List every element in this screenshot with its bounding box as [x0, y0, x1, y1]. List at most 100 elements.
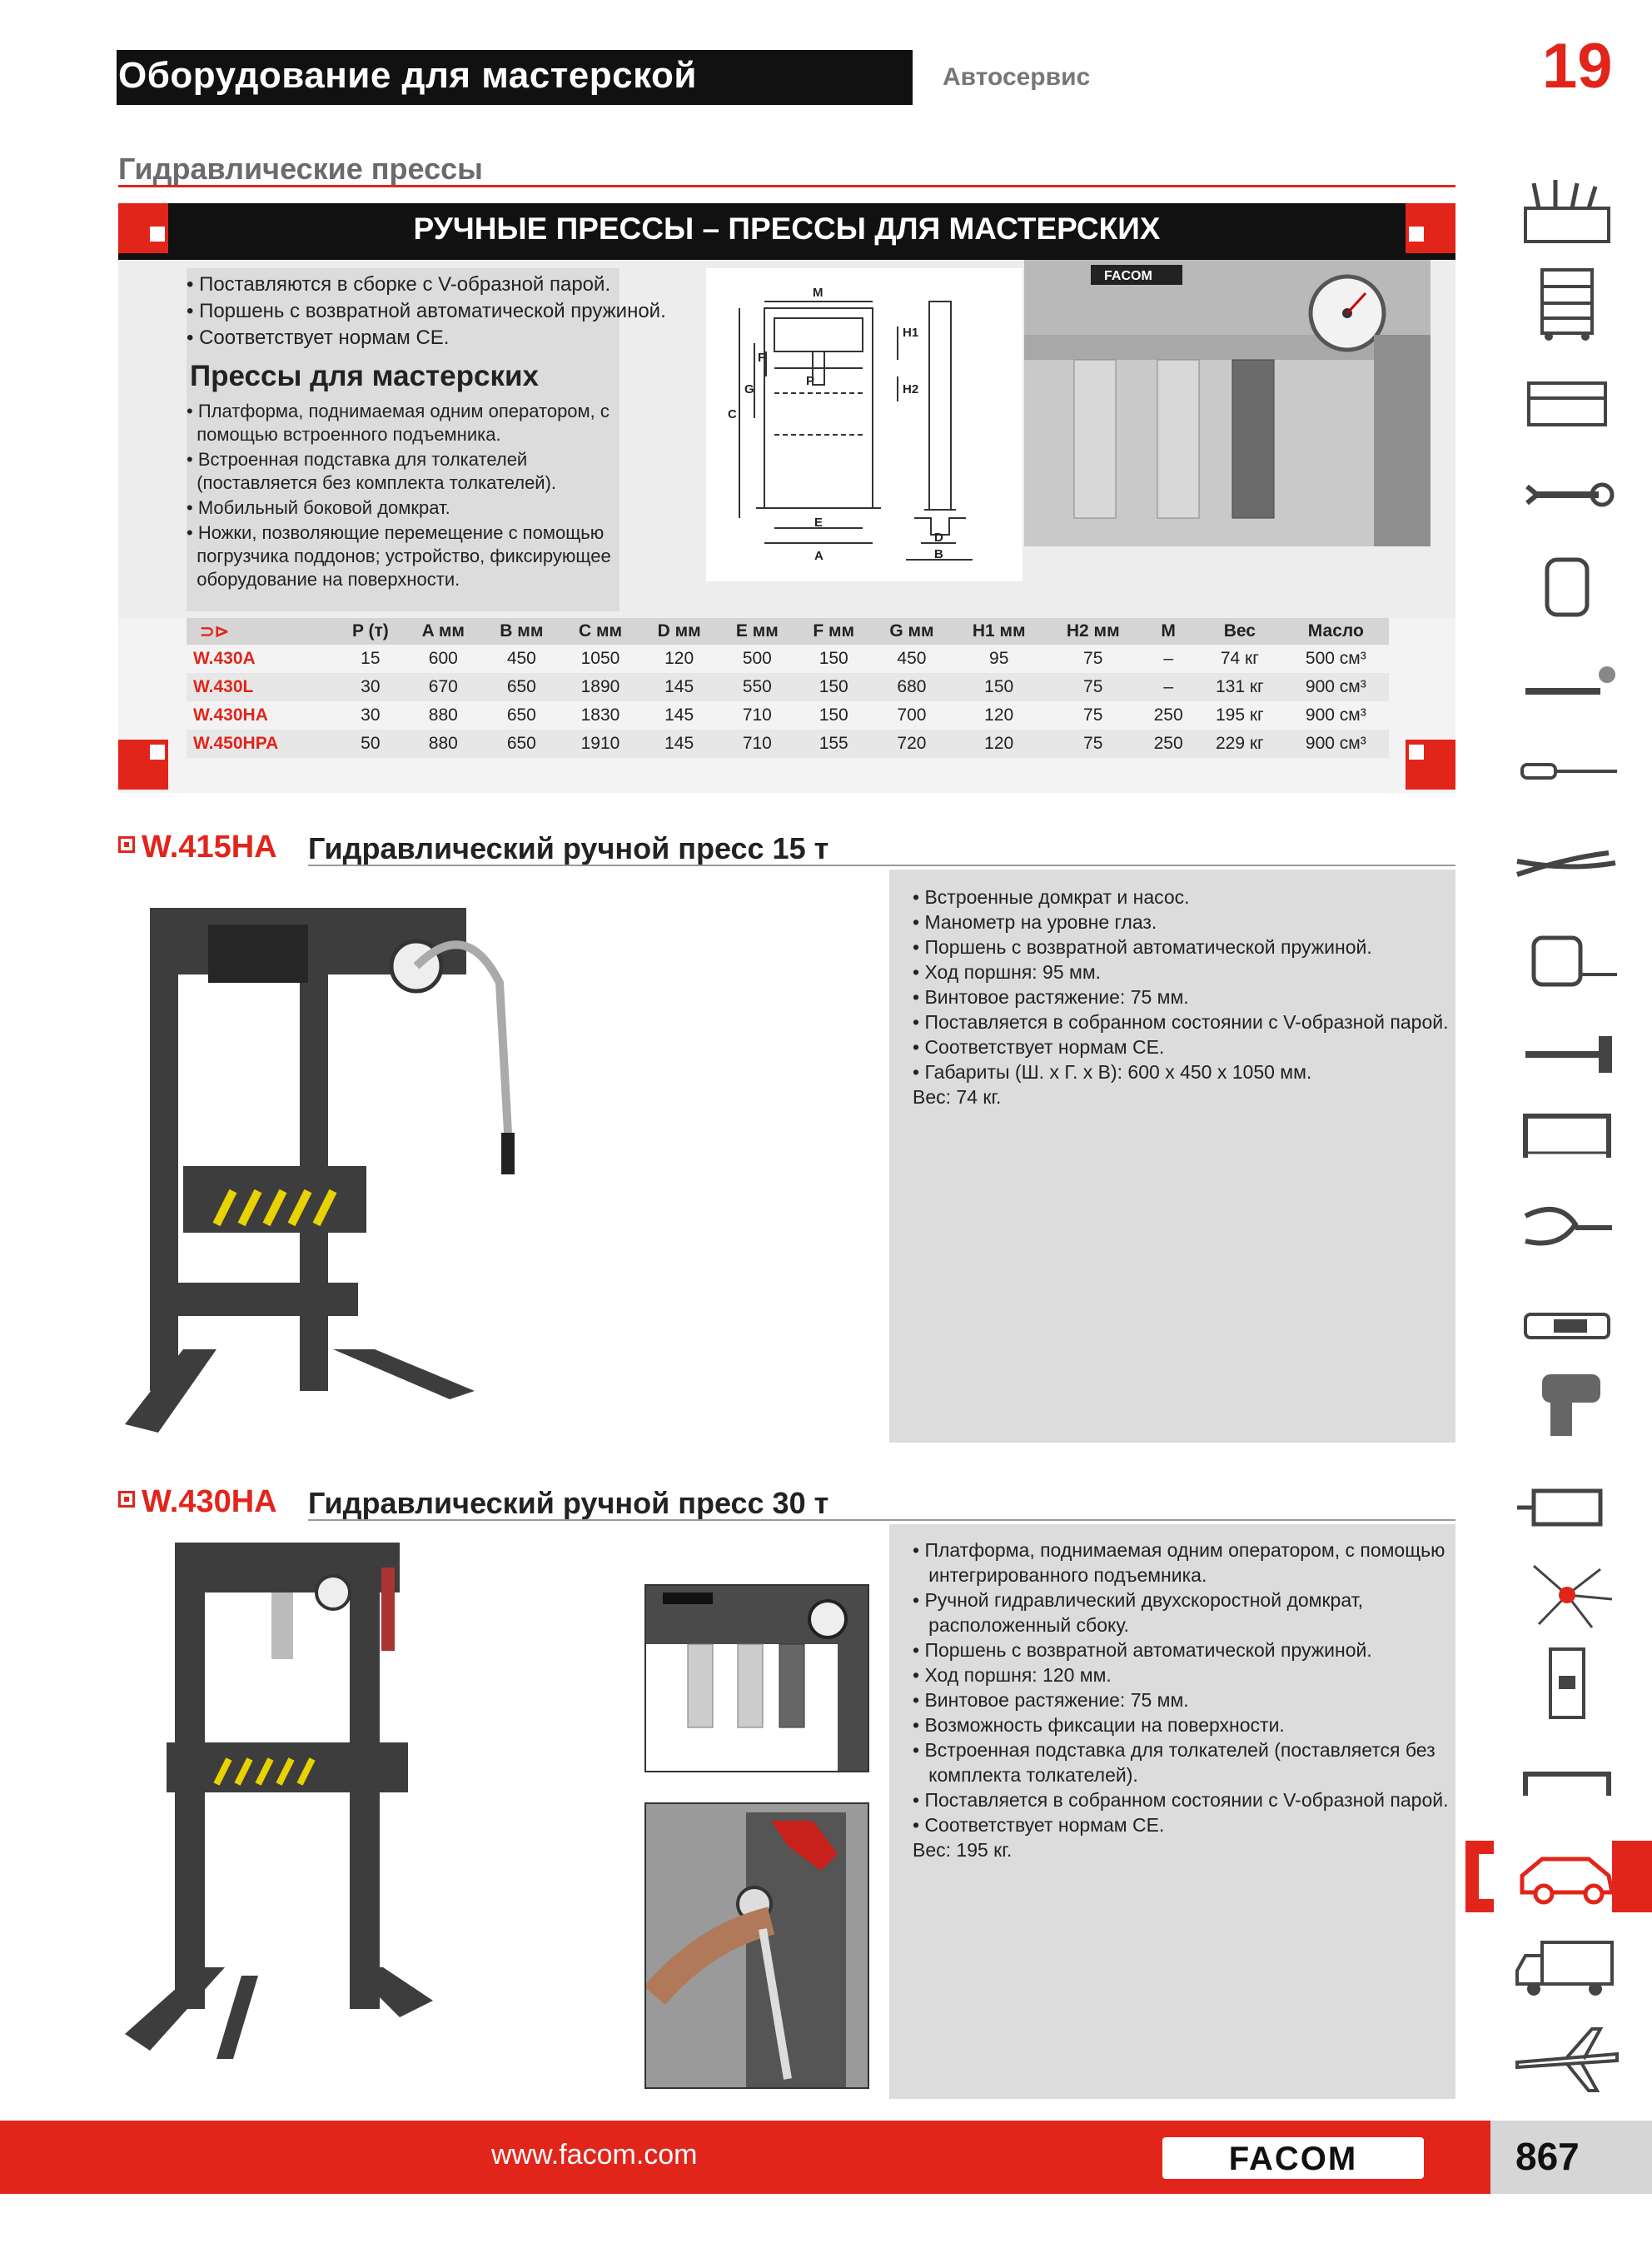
dim-label: M [813, 286, 824, 300]
product-feature: • Встроенная подставка для толкателей (п… [913, 1739, 1436, 1761]
product-divider [308, 1519, 1455, 1521]
dim-label: B [934, 547, 943, 561]
col-header: H2 мм [1046, 618, 1141, 645]
table-cell: 550 [718, 673, 796, 701]
product-feature: • Габариты (Ш. x Г. x В): 600 x 450 x 10… [913, 1061, 1312, 1083]
product-marker-icon [118, 836, 135, 853]
product-code[interactable]: W.430A [193, 649, 256, 668]
hacksaw-icon[interactable] [1509, 1099, 1625, 1174]
brand-logo-text: FACOM [1228, 2141, 1358, 2177]
table-cell: 150 [819, 649, 848, 668]
table-cell: 120 [952, 730, 1047, 758]
table-cell: 600 [428, 649, 458, 668]
photo-logo-text: FACOM [1104, 269, 1152, 283]
table-cell: 450 [897, 649, 927, 668]
table-cell: – [1163, 649, 1173, 668]
product-divider [308, 865, 1455, 866]
product-feature: • Ход поршня: 95 мм. [913, 961, 1102, 983]
page-number-box [1490, 2121, 1652, 2194]
product-feature: • Винтовое растяжение: 75 мм. [913, 986, 1189, 1008]
vise-icon[interactable] [1509, 1466, 1625, 1541]
hammer-icon[interactable] [1509, 1016, 1625, 1091]
dim-label: P [806, 374, 814, 388]
product-code[interactable]: W.430L [187, 673, 337, 701]
socket-icon[interactable] [1509, 550, 1625, 625]
tape-measure-icon[interactable] [1509, 925, 1625, 999]
product-photo [117, 1534, 450, 2067]
dim-label: H2 [903, 382, 918, 396]
wrench-icon[interactable] [1509, 458, 1625, 533]
ratchet-icon[interactable] [1509, 650, 1625, 725]
table-cell: 30 [361, 705, 381, 725]
table-cell: 710 [718, 730, 796, 758]
safety-icon[interactable] [1509, 1558, 1625, 1632]
table-cell: 75 [1083, 649, 1103, 668]
table-cell: 155 [795, 730, 872, 758]
col-header: C мм [560, 618, 640, 645]
product-feature: • Винтовое растяжение: 75 мм. [913, 1689, 1189, 1711]
product-feature: • Ход поршня: 120 мм. [913, 1664, 1112, 1686]
table-row: W.430A 15 600 450 1050 120 500 150 450 9… [187, 645, 1389, 673]
intro-sub-bullet: • Платформа, поднимаемая одним операторо… [187, 401, 610, 421]
product-code[interactable]: W.450HPA [187, 730, 337, 758]
dim-label: A [814, 549, 824, 563]
tester-icon[interactable] [1509, 1288, 1625, 1363]
product-feature: • Манометр на уровне глаз. [913, 911, 1157, 933]
product-description-panel [889, 1524, 1455, 2099]
table-cell: 900 см³ [1282, 730, 1389, 758]
table-cell: 450 [506, 649, 536, 668]
table-cell: 650 [506, 705, 536, 725]
product-weight: Вес: 195 кг. [913, 1839, 1013, 1861]
table-cell: 74 кг [1220, 649, 1259, 668]
dim-label: D [934, 531, 943, 545]
table-cell: 1890 [560, 673, 640, 701]
grip-icon[interactable] [1509, 1746, 1625, 1821]
electrical-icon[interactable] [1509, 1646, 1625, 1721]
car-icon[interactable] [1509, 1839, 1625, 1914]
puller-icon[interactable] [1509, 1191, 1625, 1266]
col-header: P (т) [336, 618, 405, 645]
product-code[interactable]: W.430HA [142, 1484, 277, 1519]
intro-bullet: • Поршень с возвратной автоматической пр… [187, 300, 666, 322]
product-feature: комплекта толкателей). [913, 1764, 1138, 1786]
corner-dot [1409, 227, 1424, 242]
col-header: G мм [871, 618, 953, 645]
intro-sub-bullet: погрузчика поддонов; устройство, фиксиру… [187, 546, 611, 566]
impact-wrench-icon[interactable] [1509, 1366, 1625, 1441]
table-cell: 229 кг [1197, 730, 1283, 758]
table-cell: 150 [795, 673, 872, 701]
airplane-icon[interactable] [1509, 2021, 1625, 2096]
col-header: Вес [1197, 618, 1283, 645]
footer-url[interactable]: www.facom.com [491, 2139, 698, 2171]
tool-box-icon[interactable] [1509, 366, 1625, 441]
press-detail-photo: FACOM [1024, 260, 1431, 546]
detail-photo-jack [644, 1802, 869, 2089]
screwdriver-icon[interactable] [1509, 733, 1625, 808]
table-cell: 1050 [580, 649, 620, 668]
product-code[interactable]: W.430HA [193, 705, 268, 725]
table-cell: 145 [664, 705, 694, 725]
product-feature: • Возможность фиксации на поверхности. [913, 1714, 1285, 1736]
col-header: H1 мм [952, 618, 1047, 645]
detail-photo-pistons [644, 1584, 869, 1772]
tool-set-icon[interactable] [1509, 175, 1625, 250]
table-cell: 15 [361, 649, 381, 668]
pliers-icon[interactable] [1509, 825, 1625, 900]
dim-label: F [758, 351, 765, 365]
corner-dot [150, 227, 165, 242]
section-divider [118, 185, 1455, 187]
table-cell: 500 см³ [1305, 649, 1366, 668]
chapter-number: 19 [1542, 31, 1613, 102]
col-header: Масло [1282, 618, 1389, 645]
table-header-row: ⊃⊳ P (т) A мм B мм C мм D мм E мм F мм G… [187, 618, 1389, 645]
table-cell: 680 [871, 673, 953, 701]
intro-panel: • Поставляются в сборке с V-образной пар… [187, 268, 666, 611]
product-feature: • Поршень с возвратной автоматической пр… [913, 936, 1372, 958]
tool-trolley-icon[interactable] [1509, 267, 1625, 341]
product-feature: • Поставляется в собранном состоянии с V… [913, 1789, 1449, 1811]
truck-icon[interactable] [1509, 1931, 1625, 2006]
page-number: 867 [1515, 2135, 1580, 2178]
product-code[interactable]: W.415HA [142, 830, 277, 865]
intro-sub-bullet: оборудование на поверхности. [187, 569, 460, 590]
active-tab-marker [1612, 1841, 1652, 1912]
